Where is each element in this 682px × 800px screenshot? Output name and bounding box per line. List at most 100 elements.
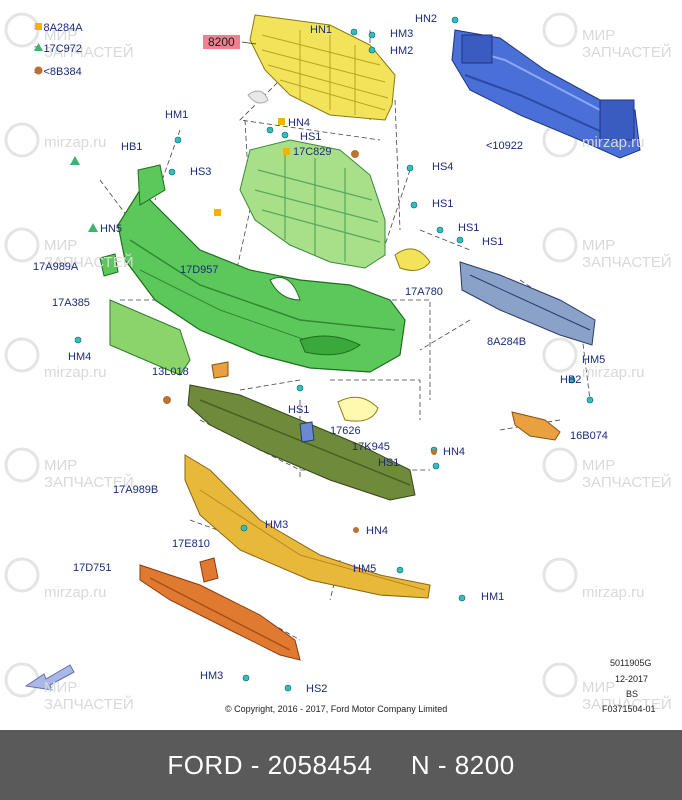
front-direction-arrow xyxy=(24,664,75,691)
bracket-16b074 xyxy=(511,411,561,441)
part-label-hs1[interactable]: HS1 xyxy=(482,236,504,248)
part-label-hs1[interactable]: HS1 xyxy=(458,222,480,234)
sensor-bracket xyxy=(299,421,315,443)
grille-8200 xyxy=(249,14,396,121)
part-label-hn2[interactable]: HN2 xyxy=(415,13,438,25)
legend-label: = <8B384 xyxy=(34,66,82,78)
bracket-17e810 xyxy=(199,557,219,583)
watermark-text: ЗАПЧАСТЕЙ xyxy=(44,44,134,61)
part-label-17c829[interactable]: 17C829 xyxy=(293,146,332,158)
part-label-hb2[interactable]: HB2 xyxy=(560,374,582,386)
part-label-hm1[interactable]: HM1 xyxy=(165,109,189,121)
bumper-cover xyxy=(117,189,406,373)
part-label-hs4[interactable]: HS4 xyxy=(432,161,454,173)
part-label-hs1[interactable]: HS1 xyxy=(288,404,310,416)
legend-item-triangle: = 17C972 xyxy=(34,43,82,55)
legend-square-icon xyxy=(35,23,42,30)
diagram-canvas xyxy=(4,12,641,698)
part-label-17e810[interactable]: 17E810 xyxy=(172,538,210,550)
watermark-text: ЗАПЧАСТЕЙ xyxy=(582,44,672,61)
part-label-hm5[interactable]: HM5 xyxy=(582,354,606,366)
doc-region: BS xyxy=(626,689,639,699)
part-label-13l018[interactable]: 13L018 xyxy=(152,366,189,378)
lower-cover xyxy=(184,454,431,599)
watermark-text: ЗАПЧАСТЕЙ xyxy=(44,696,134,713)
part-label-hm2[interactable]: HM2 xyxy=(390,45,414,57)
legend-label: = 17C972 xyxy=(34,43,83,55)
part-label-10922[interactable]: <10922 xyxy=(486,140,524,152)
doc-reference: F0371504-01 xyxy=(602,704,656,714)
part-label-8200[interactable]: 8200 xyxy=(203,35,240,49)
watermark-text: МИР xyxy=(582,27,616,44)
watermark-url: mirzap.ru xyxy=(44,364,107,381)
part-label-hb1[interactable]: HB1 xyxy=(121,141,143,153)
part-label-17k945[interactable]: 17K945 xyxy=(352,441,390,453)
watermark-url: mirzap.ru xyxy=(582,134,645,151)
part-label-hm3[interactable]: HM3 xyxy=(390,28,414,40)
leader-8200 xyxy=(241,41,257,45)
part-label-hn4[interactable]: HN4 xyxy=(443,446,466,458)
part-label-17d957[interactable]: 17D957 xyxy=(180,264,219,276)
copyright-text: © Copyright, 2016 - 2017, Ford Motor Com… xyxy=(225,704,448,714)
legend-triangle-icon xyxy=(34,43,43,51)
part-label-hn1[interactable]: HN1 xyxy=(310,24,333,36)
watermark-text: МИР xyxy=(582,237,616,254)
part-label-hm3[interactable]: HM3 xyxy=(200,670,224,682)
air-deflector xyxy=(187,384,416,501)
legend-circle-icon xyxy=(34,66,43,75)
part-label-hm3[interactable]: HM3 xyxy=(265,519,289,531)
legend-square-marks xyxy=(214,118,290,216)
part-label-17a989a[interactable]: 17A989A xyxy=(33,261,79,273)
legend-item-circle: = <8B384 xyxy=(34,66,82,78)
watermark-text: ЗАПЧАСТЕЙ xyxy=(582,474,672,491)
watermark-text: МИР xyxy=(44,457,78,474)
part-label-17a385[interactable]: 17A385 xyxy=(52,297,90,309)
part-label-17a989b[interactable]: 17A989B xyxy=(113,484,159,496)
part-label-hn4[interactable]: HN4 xyxy=(288,117,311,129)
energy-absorber xyxy=(459,261,596,346)
side-clip xyxy=(99,253,119,277)
doc-date: 12-2017 xyxy=(615,674,649,684)
watermark-url: mirzap.ru xyxy=(582,364,645,381)
footer-bar: FORD - 2058454 N - 8200 xyxy=(0,730,682,800)
part-number-caption: FORD - 2058454 N - 8200 xyxy=(167,749,515,780)
legend-item-square: = 8A284A xyxy=(34,22,83,34)
watermark-text: ЗАПЧАСТЕЙ xyxy=(582,254,672,271)
part-label-16b074[interactable]: 16B074 xyxy=(570,430,608,442)
part-label-17626[interactable]: 17626 xyxy=(330,425,361,437)
watermark-text: МИР xyxy=(44,27,78,44)
doc-code: 5011905G xyxy=(610,658,652,668)
bumper-reinforcement xyxy=(451,29,641,159)
watermark-url: mirzap.ru xyxy=(44,134,107,151)
clip-13l018 xyxy=(211,361,229,379)
part-label-hn5[interactable]: HN5 xyxy=(100,223,123,235)
watermark-url: mirzap.ru xyxy=(582,584,645,601)
part-label-17a780[interactable]: 17A780 xyxy=(405,286,443,298)
fog-lamp-bezel-upper xyxy=(394,248,431,271)
part-label-hs1[interactable]: HS1 xyxy=(378,457,400,469)
part-label-hm1[interactable]: HM1 xyxy=(481,591,505,603)
upper-grille xyxy=(239,139,386,269)
parts-diagram: МИР ЗАПЧАСТЕЙ МИР ЗАПЧАСТЕЙ mirzap.ru mi… xyxy=(4,12,672,714)
bumper-side-bracket xyxy=(137,164,166,206)
part-label-hm4[interactable]: HM4 xyxy=(68,351,92,363)
fog-lamp-bezel-lower xyxy=(337,396,379,422)
part-label-17d751[interactable]: 17D751 xyxy=(73,562,112,574)
grommets xyxy=(163,150,437,533)
part-label-hm5[interactable]: HM5 xyxy=(353,563,377,575)
emblem-badge xyxy=(247,90,269,104)
part-label-hs1[interactable]: HS1 xyxy=(432,198,454,210)
watermark-text: ЗАПЧАСТЕЙ xyxy=(44,474,134,491)
watermark-text: МИР xyxy=(44,237,78,254)
part-label-hs2[interactable]: HS2 xyxy=(306,683,328,695)
watermark-text: МИР xyxy=(44,679,78,696)
watermark-url: mirzap.ru xyxy=(44,584,107,601)
part-label-hs1[interactable]: HS1 xyxy=(300,131,322,143)
part-label-hs3[interactable]: HS3 xyxy=(190,166,212,178)
watermark-text: ЗАПЧАСТЕЙ xyxy=(44,254,134,271)
license-plate-bracket xyxy=(109,299,191,376)
part-label-8a284b[interactable]: 8A284B xyxy=(487,336,527,348)
watermark-text: МИР xyxy=(582,679,616,696)
watermark-text: МИР xyxy=(582,457,616,474)
part-label-hn4[interactable]: HN4 xyxy=(366,525,389,537)
